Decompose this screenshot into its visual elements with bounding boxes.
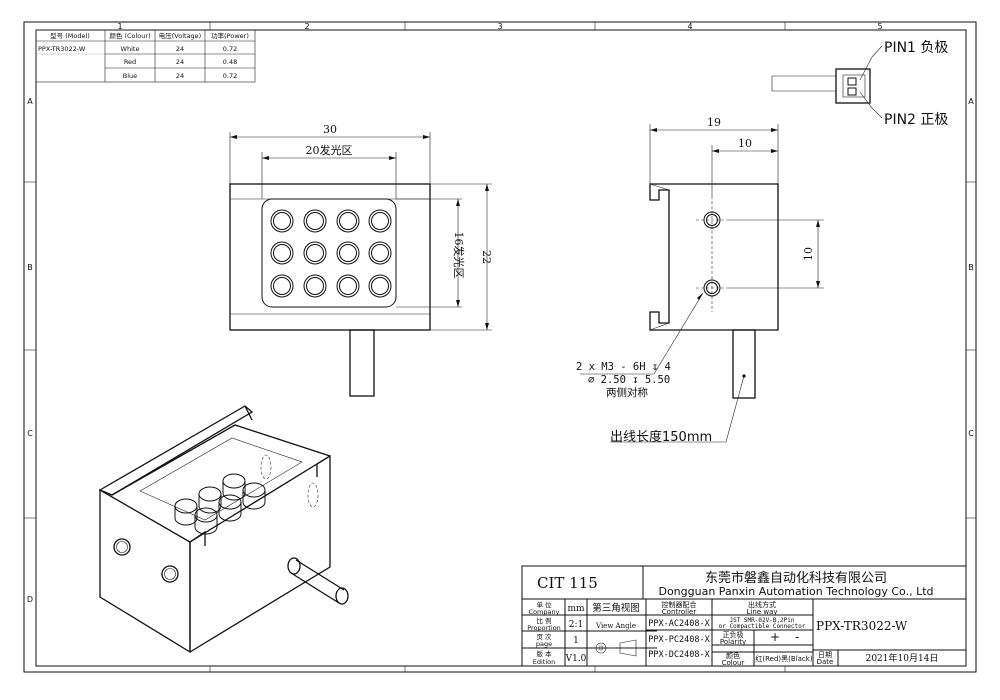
unit-value: mm: [567, 604, 585, 614]
spec-row-1-voltage: 24: [176, 45, 184, 53]
spec-header-voltage: 电压(Voltage): [159, 31, 201, 40]
spec-row-2-voltage: 24: [176, 58, 184, 66]
polarity-plus: +: [770, 630, 780, 644]
drawing-code: CIT 115: [537, 574, 598, 592]
connector-housing: [835, 68, 871, 104]
controller-1: PPX-AC2408-X: [648, 619, 710, 629]
projection-label: 第三角视图: [592, 602, 640, 614]
front-cable: [349, 329, 375, 397]
edition-label-cn: 版 本: [536, 649, 552, 658]
spec-row-2-colour: Red: [124, 58, 136, 66]
connector-detail: PIN1 负极 PIN2 正极: [771, 40, 948, 128]
unit-label-en: Company: [529, 608, 560, 616]
side-cable: [732, 329, 756, 399]
led-grid: [270, 209, 392, 298]
date-label-cn: 日期: [818, 651, 832, 659]
hole-note-line-1: 2 x M3 - 6H ↧ 4: [576, 361, 671, 373]
spec-row-1-power: 0.72: [223, 45, 237, 53]
title-block: CIT 115 东莞市磐鑫自动化科技有限公司 Dongguan Panxin A…: [521, 565, 967, 667]
hole-note-line-2: ∅ 2.50 ↧ 5.50: [588, 374, 670, 386]
dim-side-hole-pitch: 10: [802, 247, 815, 261]
controller-3: PPX-DC2408-X: [648, 650, 710, 660]
dim-front-width: 30: [323, 123, 337, 136]
hole-note-line-3: 两侧对称: [606, 386, 648, 399]
zone-letter-a-right: A: [968, 97, 974, 106]
inner-border: [35, 29, 967, 667]
front-led-window: [261, 198, 397, 308]
spec-header-colour: 颜色 (Colour): [109, 31, 150, 40]
controller-2: PPX-PC2408-X: [648, 635, 710, 645]
outer-border: [23, 21, 977, 673]
isometric-view: [98, 405, 349, 654]
date-value: 2021年10月14日: [866, 652, 939, 664]
edition-value: V1.0: [565, 654, 587, 664]
zone-markers: [24, 22, 976, 672]
spec-row-3-voltage: 24: [176, 72, 184, 80]
pin2-label: PIN2 正极: [884, 112, 948, 128]
zone-letter-c-left: C: [27, 429, 33, 438]
front-view: 30 20发光区 16发光区 22: [229, 123, 493, 397]
lineway-label-en: Line way: [747, 608, 778, 616]
controller-label-en: Controller: [662, 608, 697, 616]
lineway-label-cn: 出线方式: [748, 600, 776, 609]
view-angle-label: View Angle: [595, 622, 636, 630]
dim-front-emit-width: 20发光区: [306, 143, 353, 157]
edition-label-en: Edition: [533, 658, 556, 666]
zone-number-5: 5: [877, 22, 882, 31]
lineway-value-1: JST SMR-02V-B,2Pin: [729, 617, 794, 624]
page-label-cn: 页 次: [536, 632, 552, 641]
company-name-cn: 东莞市磐鑫自动化科技有限公司: [705, 570, 887, 586]
polarity-label-cn: 正负极: [723, 630, 744, 639]
side-view: 19 10 10 2 x M3 - 6H ↧ 4 ∅ 2.50 ↧ 5.50 两…: [576, 116, 824, 445]
dim-side-hole-offset: 10: [738, 137, 752, 150]
spec-table: 型号 (Model) 颜色 (Colour) 电压(Voltage) 功率(Po…: [35, 29, 256, 83]
spec-header-power: 功率(Power): [211, 31, 249, 40]
spec-model-value: PPX-TR3022-W: [38, 45, 86, 53]
zone-number-3: 3: [497, 22, 502, 31]
zone-letter-a-left: A: [27, 97, 33, 106]
polarity-label-en: Polarity: [720, 638, 746, 646]
colour-value: 红(Red)黑(Black): [755, 654, 812, 663]
company-name-en: Dongguan Panxin Automation Technology Co…: [658, 585, 933, 598]
date-label-en: Date: [817, 658, 834, 666]
zone-number-4: 4: [687, 22, 692, 31]
lineway-value-2: or Compactible Connector: [719, 623, 806, 630]
spec-header-model: 型号 (Model): [50, 31, 90, 40]
spec-row-2-power: 0.48: [223, 58, 237, 66]
dim-front-height: 22: [480, 250, 493, 264]
zone-letter-c-right: C: [968, 429, 974, 438]
dim-side-width: 19: [707, 116, 721, 129]
spec-row-3-colour: Blue: [123, 72, 137, 80]
zone-letter-d-left: D: [27, 595, 33, 604]
zone-letter-b-right: B: [968, 263, 974, 272]
scale-label-cn: 比 例: [536, 616, 551, 625]
zone-number-1: 1: [117, 22, 122, 31]
part-number: PPX-TR3022-W: [816, 619, 908, 633]
front-body: [229, 183, 431, 331]
colour-label-cn: 颜色: [726, 651, 740, 660]
cable-length-note: 出线长度150mm: [610, 429, 712, 445]
third-angle-symbol: [592, 639, 640, 657]
controller-label-cn: 控制器配合: [662, 600, 697, 609]
spec-row-3-power: 0.72: [223, 72, 237, 80]
zone-number-2: 2: [304, 22, 309, 31]
side-body: [649, 183, 779, 331]
polarity-minus: -: [795, 630, 799, 644]
zone-letter-b-left: B: [27, 263, 33, 272]
colour-label-en: Colour: [722, 659, 745, 667]
dim-front-emit-height: 16发光区: [452, 232, 466, 279]
unit-label-cn: 单 位: [536, 600, 552, 609]
scale-value: 2:1: [569, 620, 583, 630]
spec-row-1-colour: White: [121, 45, 140, 53]
scale-label-en: Proportion: [527, 624, 561, 632]
page-value: 1: [573, 636, 579, 646]
page-label-en: page: [536, 640, 552, 648]
pin1-label: PIN1 负极: [884, 40, 948, 56]
